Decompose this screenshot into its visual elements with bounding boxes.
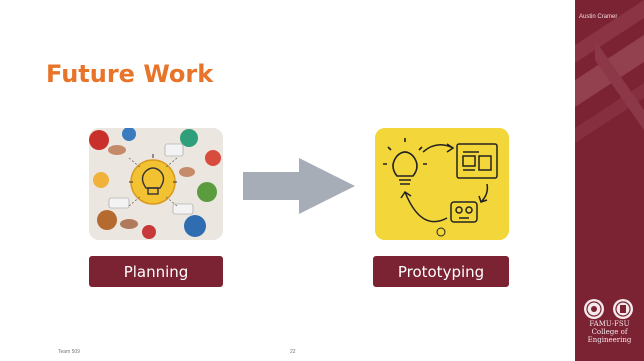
college-line-3: Engineering	[587, 336, 632, 344]
planning-image	[89, 128, 223, 240]
college-line-1: FAMU-FSU	[589, 320, 630, 328]
footer-team: Team 509	[58, 349, 80, 355]
slide-title: Future Work	[46, 60, 214, 88]
planning-illustration-icon	[89, 128, 223, 240]
prototyping-label: Prototyping	[373, 256, 509, 287]
college-line-2: College of	[591, 328, 628, 336]
page-number: 22	[290, 349, 296, 355]
right-arrow-icon	[243, 158, 355, 214]
college-name: FAMU-FSU College of Engineering	[575, 320, 644, 344]
university-seals-icon	[584, 299, 633, 319]
decorative-stripes-icon	[575, 0, 644, 143]
prototyping-cycle-icon	[375, 128, 509, 240]
prototyping-image	[375, 128, 509, 240]
planning-label: Planning	[89, 256, 223, 287]
sidebar-branding: Austin Cramer FAMU-FSU College of Engine…	[575, 0, 644, 361]
author-name: Austin Cramer	[579, 14, 618, 20]
